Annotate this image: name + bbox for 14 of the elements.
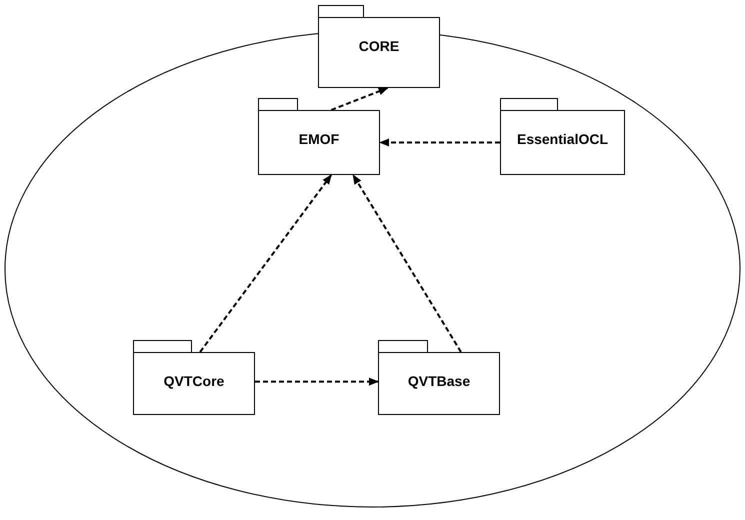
package (500, 98, 625, 175)
package (133, 340, 255, 415)
package-name: CORE (358, 38, 400, 54)
boundary-ellipse (4, 30, 741, 508)
dependency-arrow (255, 378, 379, 386)
dependency-arrow (352, 174, 462, 353)
package-name: QVTBase (406, 373, 472, 389)
dependency-arrow (379, 138, 500, 146)
package (258, 98, 380, 175)
package-name: EMOF (298, 131, 340, 147)
dependency-arrow (330, 87, 388, 111)
package-name: QVTCore (162, 373, 226, 389)
package (378, 340, 500, 415)
package-name: EssentialOCL (516, 131, 610, 147)
